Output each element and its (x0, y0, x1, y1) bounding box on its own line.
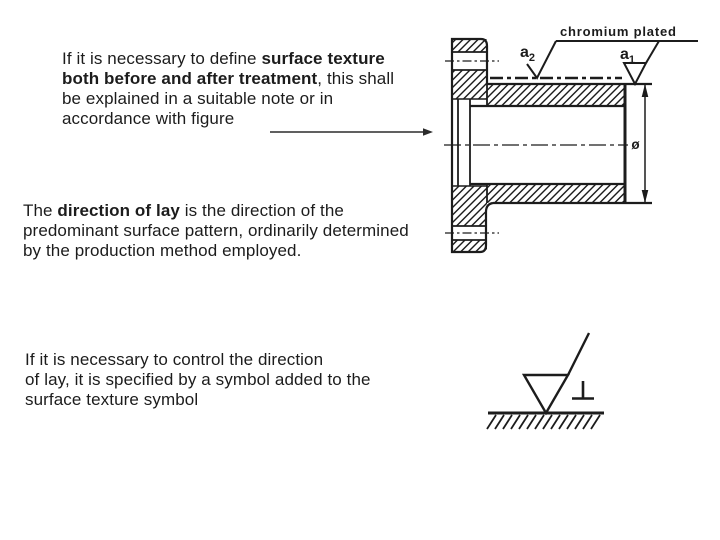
a1-symbol-tail (645, 40, 660, 64)
surface-texture-check-a2-icon (526, 40, 557, 80)
surface-texture-triangle-a1-icon (622, 62, 648, 87)
text-line: If it is necessary to define surface tex… (62, 49, 394, 69)
paragraph-surface-texture-note: If it is necessary to define surface tex… (62, 49, 394, 129)
text-line: predominant surface pattern, ordinarily … (23, 221, 409, 241)
text-line: accordance with figure (62, 109, 394, 129)
text-run: The (23, 201, 58, 220)
dimension-arrow-down-icon (641, 190, 649, 203)
label-a1: a1 (620, 46, 635, 66)
text-run: of lay, it is specified by a symbol adde… (25, 370, 371, 389)
text-run: is the direction of the (179, 201, 344, 220)
flange-hatch-bottom (452, 240, 487, 252)
surface-texture-symbol-triangle-icon (521, 373, 571, 416)
text-line: both before and after treatment, this sh… (62, 69, 394, 89)
flange-outline-top-right (480, 37, 489, 84)
text-run: If it is necessary to control the direct… (25, 350, 324, 369)
label-a2: a2 (520, 44, 535, 64)
text-line: If it is necessary to control the direct… (25, 350, 371, 370)
flange-outline-bottom-right (479, 201, 494, 254)
text-run: predominant surface pattern, ordinarily … (23, 221, 409, 240)
text-run: surface texture symbol (25, 390, 199, 409)
paragraph-direction-of-lay: The direction of lay is the direction of… (23, 201, 409, 261)
flange-hatch-upper (452, 70, 487, 99)
dimension-arrow-up-icon (641, 84, 649, 97)
lay-direction-symbol-figure (486, 332, 604, 430)
surface-texture-symbol-tail (566, 332, 591, 376)
arrow-head-icon (423, 128, 433, 136)
text-run: accordance with figure (62, 109, 235, 128)
text-line: of lay, it is specified by a symbol adde… (25, 370, 371, 390)
flange-hatch-lower (452, 186, 487, 226)
text-line: The direction of lay is the direction of… (23, 201, 409, 221)
technical-drawing-flanged-bushing: ø chromium plated a2 a1 (444, 24, 698, 254)
text-line: by the production method employed. (23, 241, 409, 261)
text-run: by the production method employed. (23, 241, 302, 260)
text-line: surface texture symbol (25, 390, 371, 410)
paragraph-control-of-lay: If it is necessary to control the direct… (25, 350, 371, 410)
text-run: be explained in a suitable note or in (62, 89, 334, 108)
dimension-label-backing (628, 136, 643, 152)
surface-hatch-ticks (486, 414, 601, 430)
body-wall-hatch-bottom (487, 184, 625, 203)
text-line: be explained in a suitable note or in (62, 89, 394, 109)
text-run: If it is necessary to define (62, 49, 262, 68)
text-run-bold: direction of lay (57, 201, 180, 220)
body-wall-hatch-top (487, 84, 625, 106)
diameter-symbol: ø (631, 137, 640, 152)
note-label: chromium plated (560, 24, 677, 39)
text-run-bold: surface texture (261, 49, 385, 68)
flange-hatch-top (452, 39, 487, 52)
text-run: , this shall (317, 69, 395, 88)
text-run-bold: both before and after treatment (62, 69, 318, 88)
pointer-arrow (270, 128, 433, 136)
